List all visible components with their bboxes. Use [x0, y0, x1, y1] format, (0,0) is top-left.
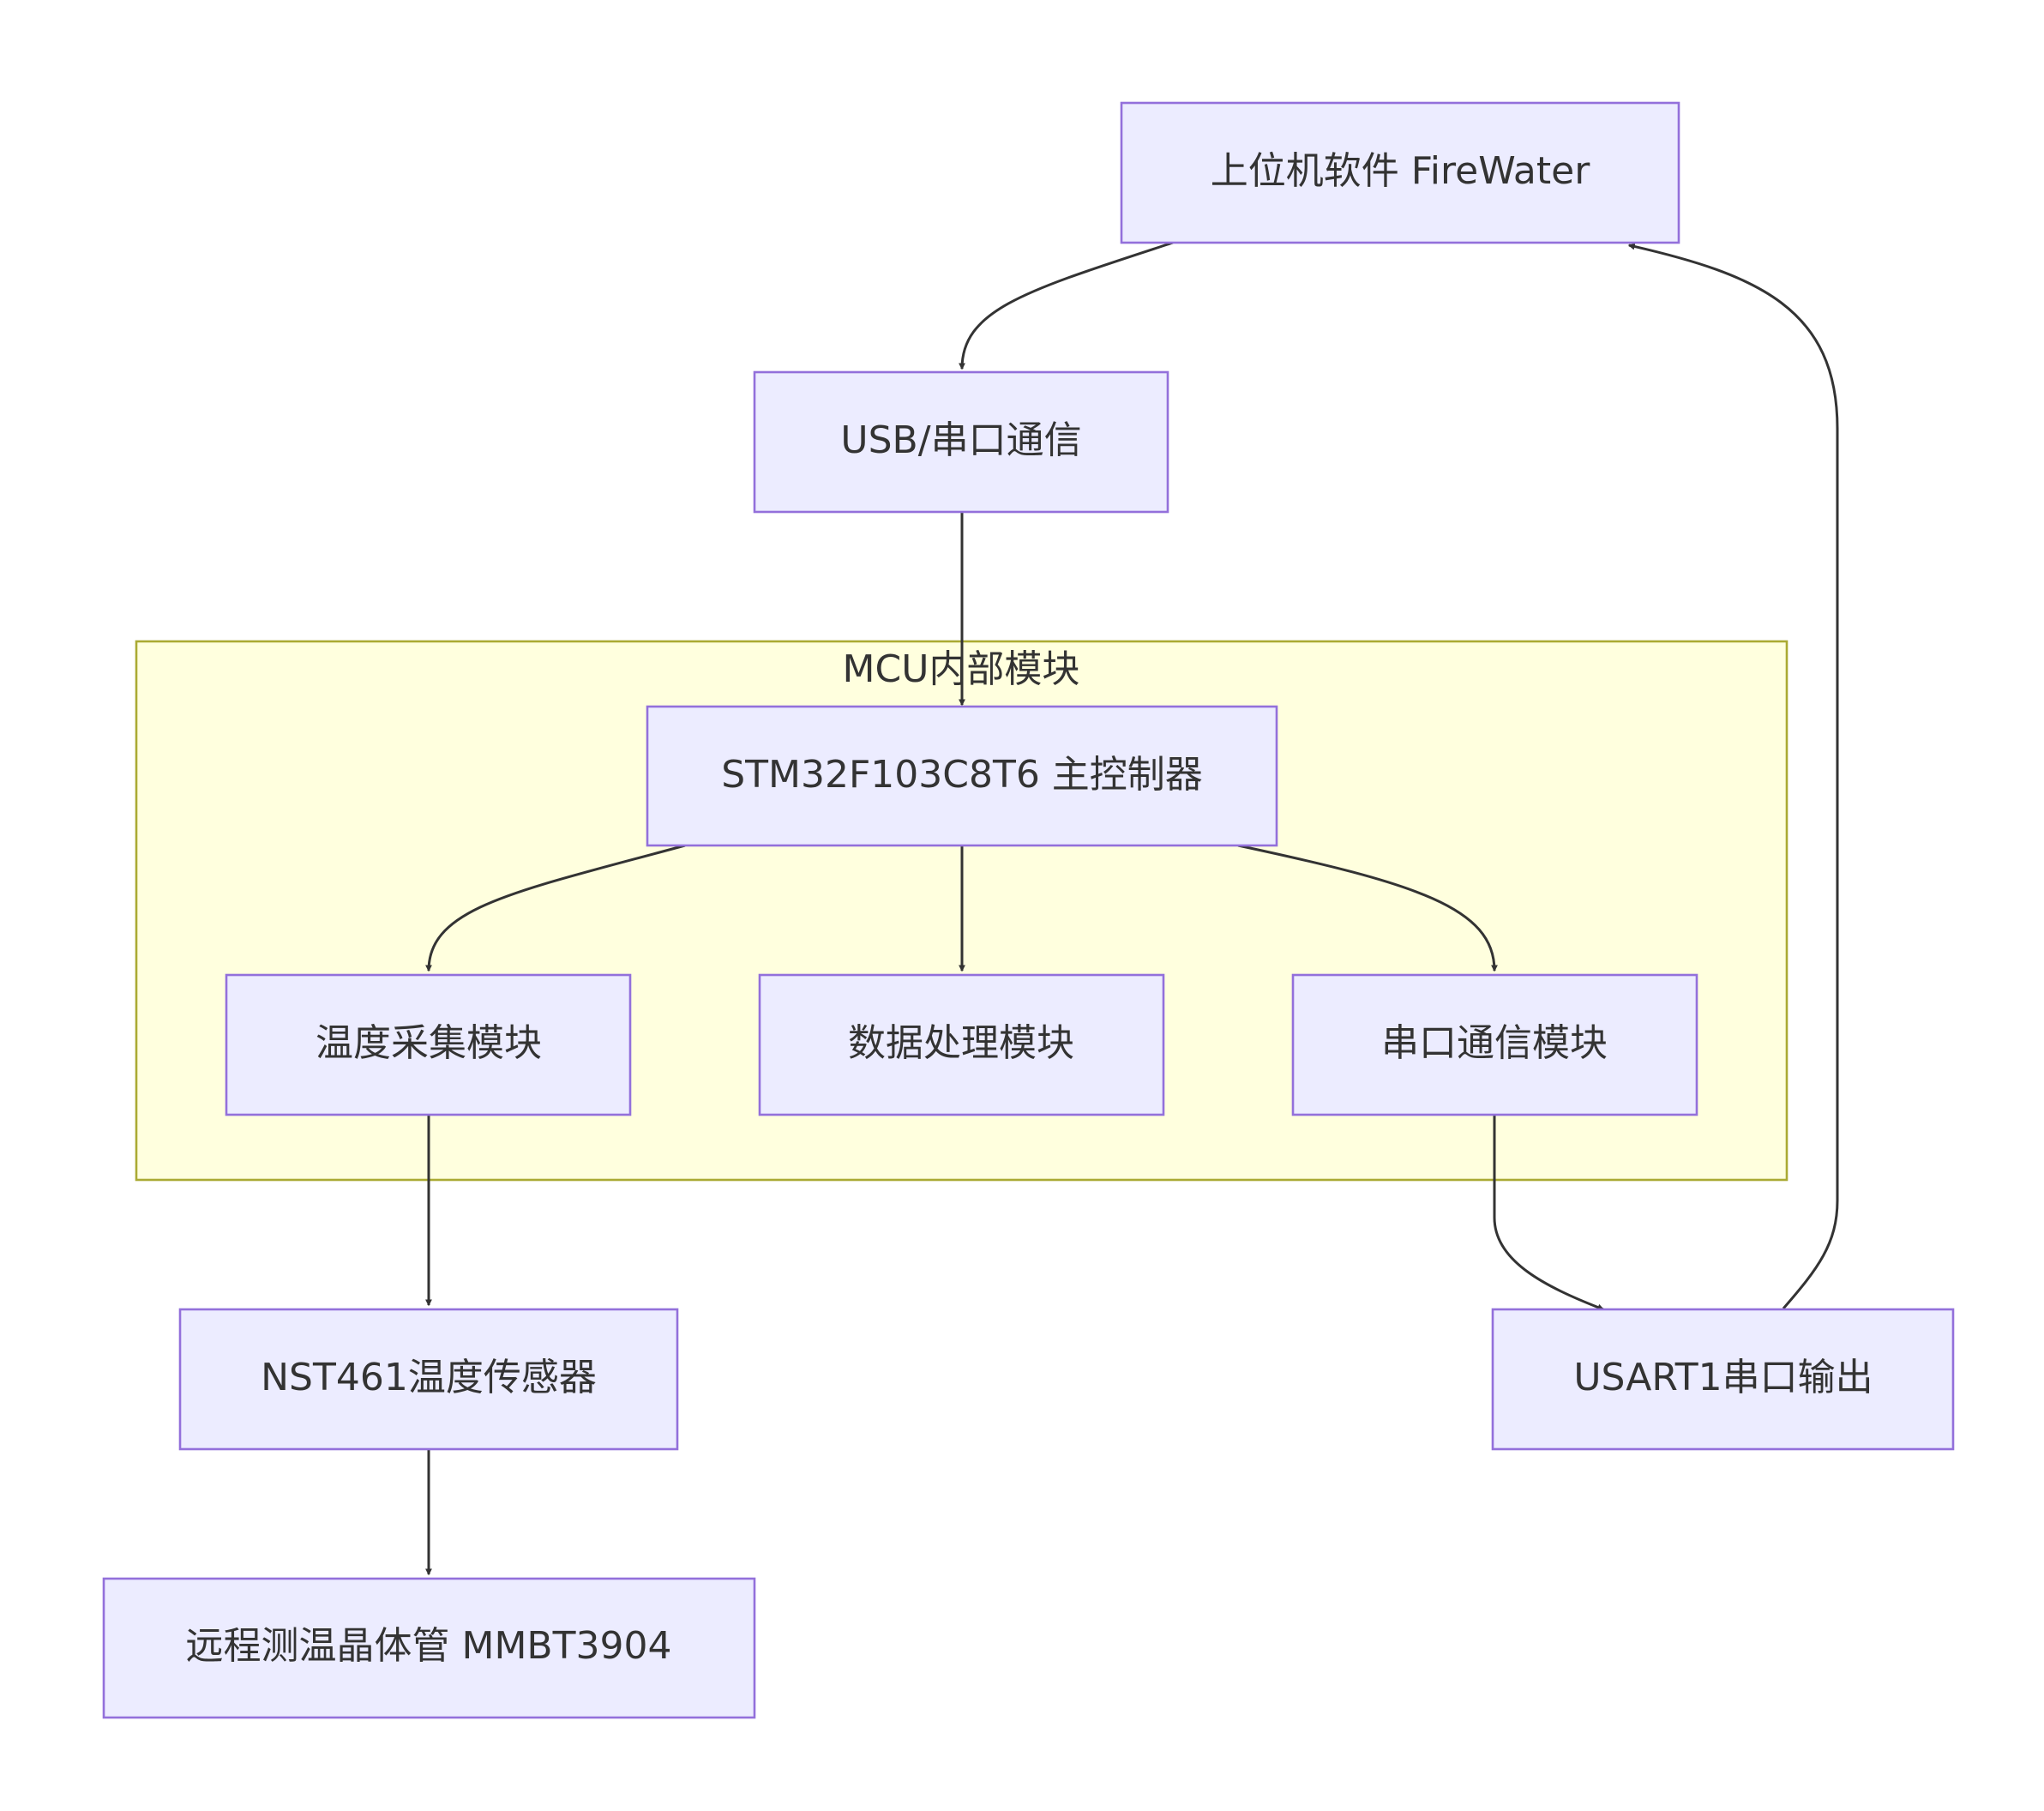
node-label: 上位机软件 FireWater — [1211, 149, 1590, 193]
node-mmbt3904[interactable]: 远程测温晶体管 MMBT3904 — [102, 1577, 756, 1719]
node-serial-module[interactable]: 串口通信模块 — [1291, 973, 1698, 1116]
node-usb-serial[interactable]: USB/串口通信 — [753, 370, 1169, 514]
node-stm32[interactable]: STM32F103C8T6 主控制器 — [646, 705, 1278, 847]
node-label: 数据处理模块 — [848, 1021, 1074, 1065]
node-usart1[interactable]: USART1串口输出 — [1491, 1308, 1955, 1451]
node-label: USB/串口通信 — [840, 418, 1081, 462]
edges — [425, 241, 1839, 1576]
node-data-module[interactable]: 数据处理模块 — [758, 973, 1165, 1116]
node-temp-module[interactable]: 温度采集模块 — [225, 973, 632, 1116]
node-label: 远程测温晶体管 MMBT3904 — [186, 1624, 672, 1668]
node-label: NST461温度传感器 — [261, 1356, 597, 1399]
edge-stm32-to-temp-module — [425, 844, 686, 972]
edge-firewater-to-usb — [959, 241, 1174, 370]
edge-stm32-to-serial-module — [1237, 844, 1498, 972]
edge-serial-module-to-usart1 — [1493, 1115, 1605, 1311]
edge-usart1-to-firewater — [1627, 243, 1839, 1309]
node-firewater[interactable]: 上位机软件 FireWater — [1120, 101, 1680, 244]
node-label: STM32F103C8T6 主控制器 — [721, 753, 1203, 797]
node-label: 串口通信模块 — [1381, 1021, 1608, 1065]
node-label: 温度采集模块 — [316, 1021, 542, 1065]
node-label: USART1串口输出 — [1573, 1356, 1873, 1399]
node-nst461[interactable]: NST461温度传感器 — [178, 1308, 679, 1451]
